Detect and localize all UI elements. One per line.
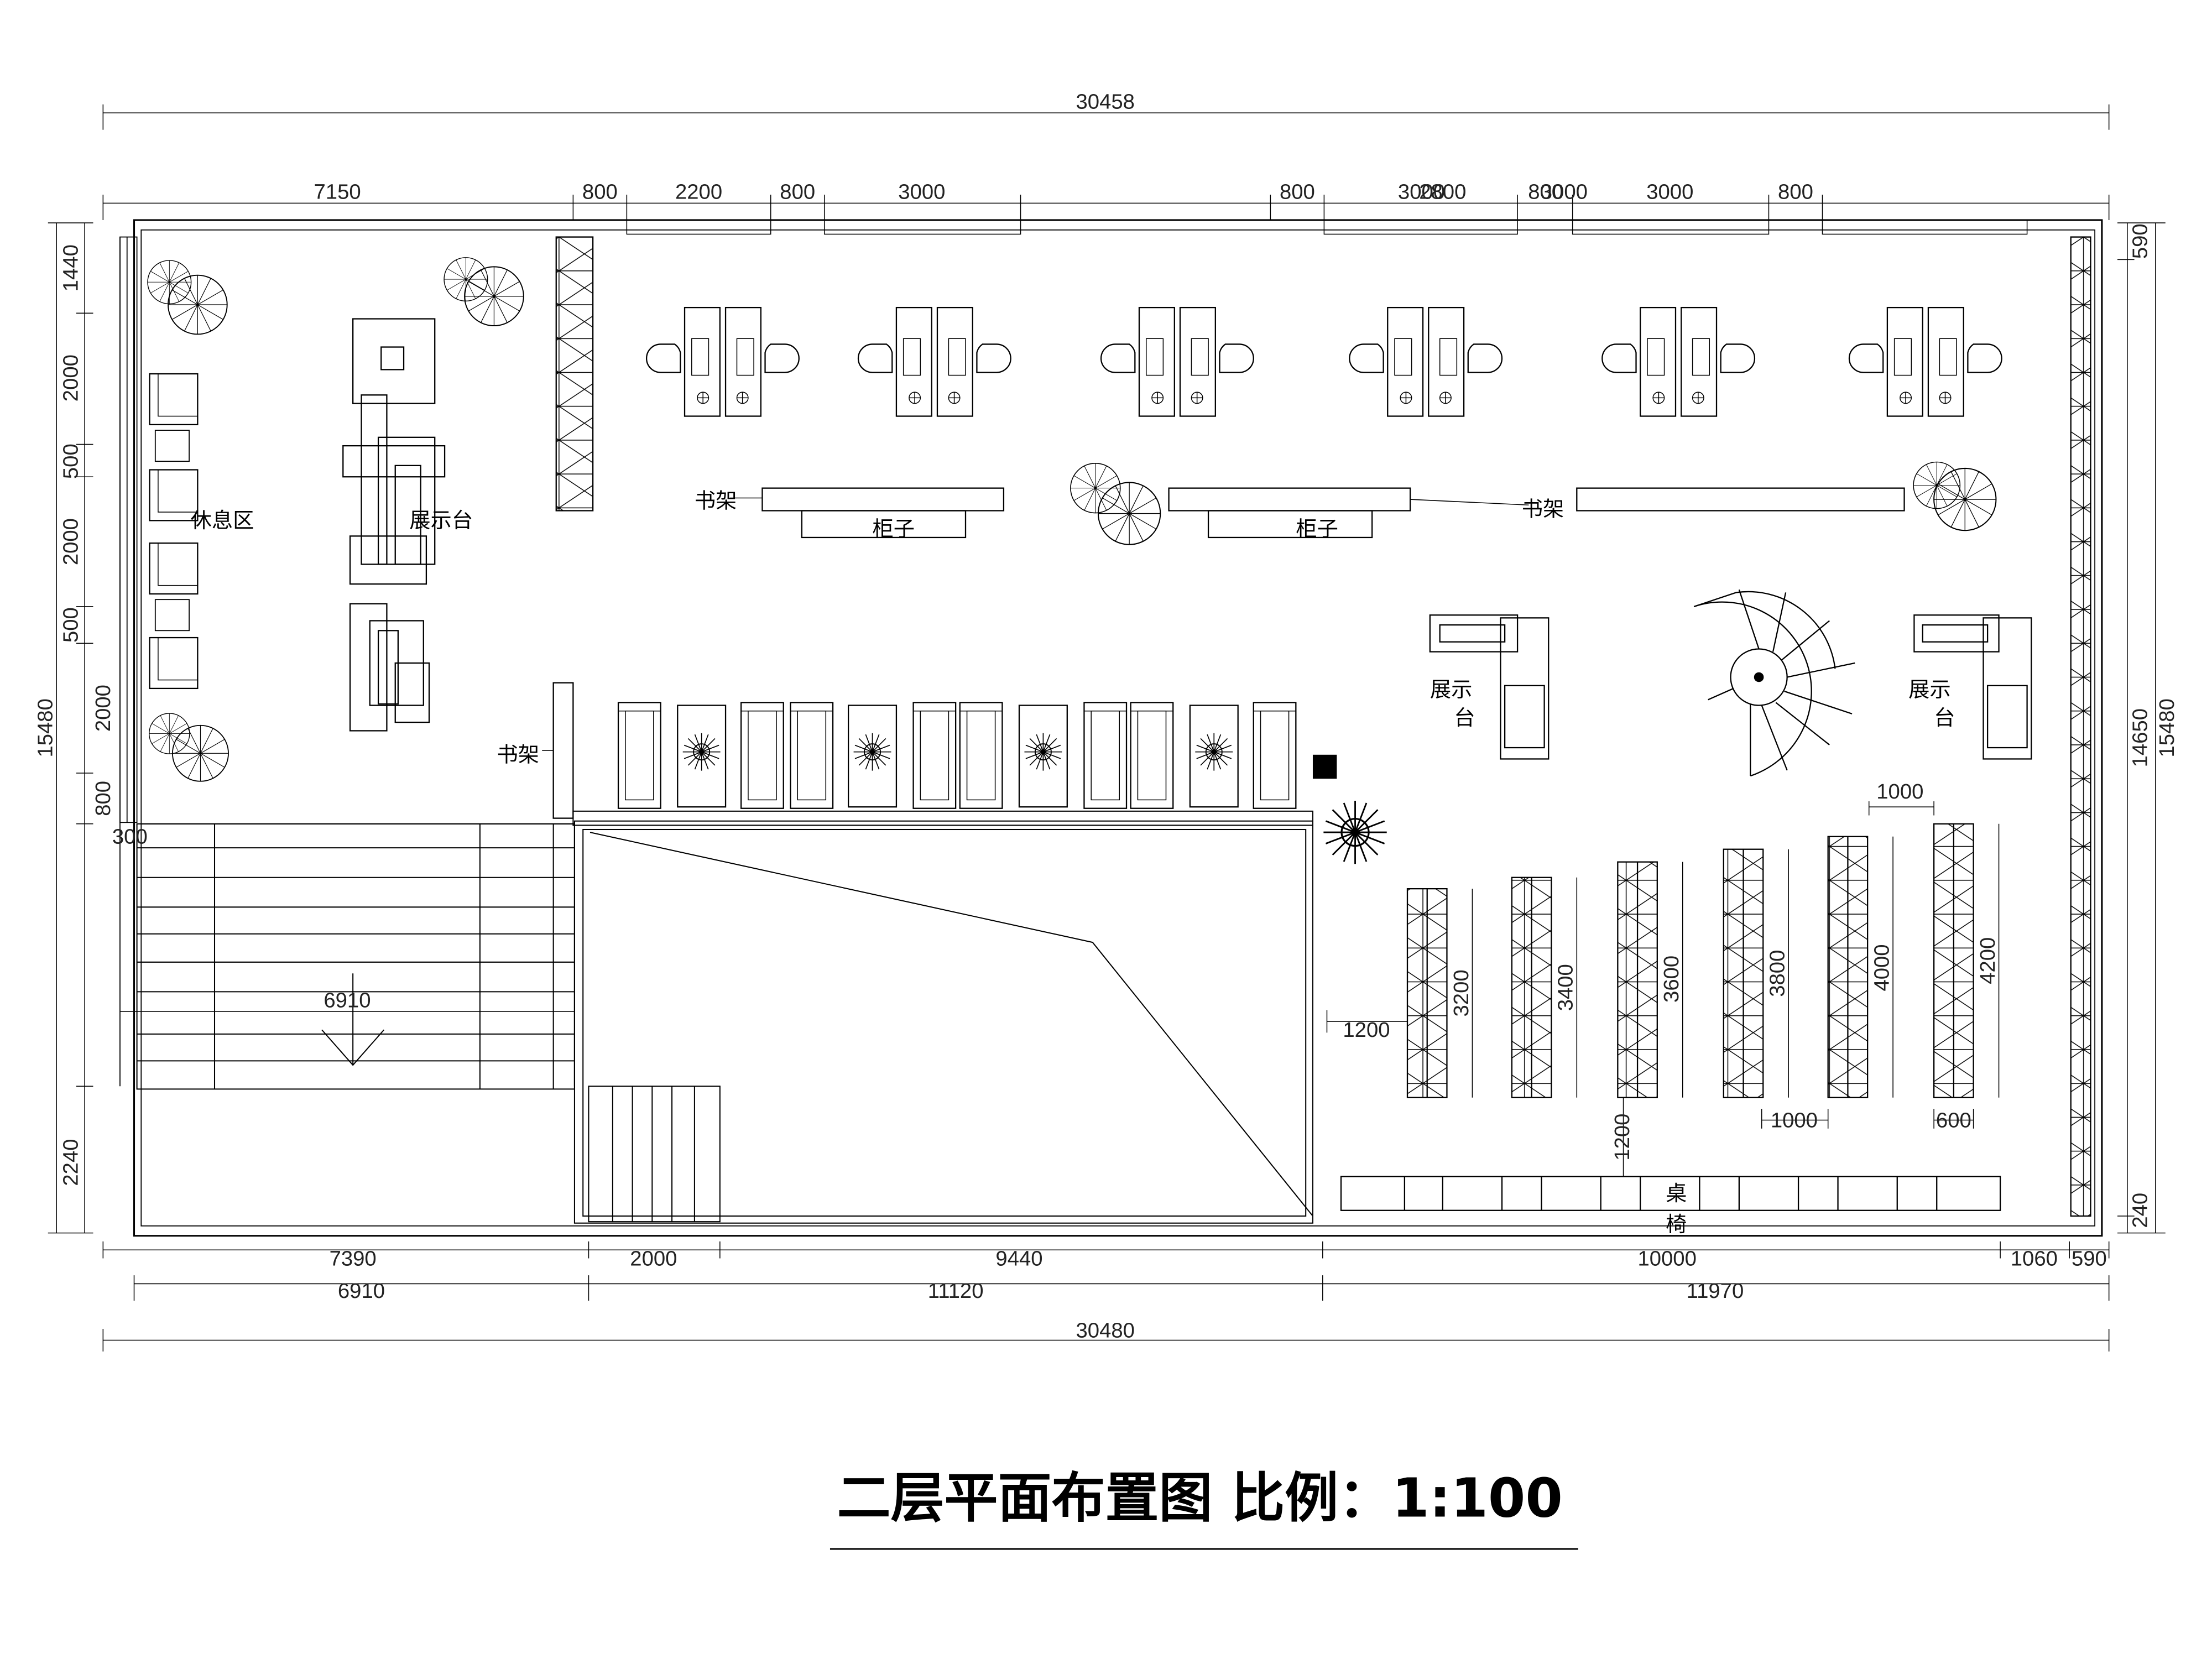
dim-bottom-4: 10000 (1637, 1246, 1696, 1270)
label-display-right-2b: 台 (1934, 706, 1955, 731)
dimension-lines (48, 104, 2166, 1352)
dim-stair-width: 6910 (324, 988, 371, 1012)
dim-top-10: 3000 (1541, 180, 1588, 204)
drawing-title: 二层平面布置图 比例：1:100 (837, 1467, 1563, 1529)
dim-bottom-3: 9440 (995, 1246, 1042, 1270)
dim-top-4: 800 (780, 180, 815, 204)
dim-left-8: 300 (112, 825, 148, 849)
dim-right-3: 240 (2128, 1193, 2152, 1228)
dim-left-3: 500 (59, 444, 82, 479)
dim-right-2: 14650 (2128, 708, 2152, 767)
plants (147, 257, 1997, 865)
dim-shelf-5: 4000 (1870, 944, 1893, 991)
label-chair: 椅 (1666, 1212, 1687, 1237)
label-bookshelf-left: 书架 (497, 743, 540, 768)
dim-bottom-2: 2000 (630, 1246, 677, 1270)
display-stands-right (1429, 614, 2032, 760)
dim-left-2: 2000 (59, 354, 82, 401)
dim-bottom-5: 1060 (2011, 1246, 2058, 1270)
dim-shelf-2: 3400 (1554, 964, 1578, 1011)
dim-top-12: 800 (1778, 180, 1813, 204)
dim-shelf-3: 3600 (1660, 956, 1683, 1003)
dim-right-overall: 15480 (2155, 698, 2179, 757)
dim-bottom-9: 11970 (1687, 1279, 1744, 1303)
dim-top-5: 3000 (898, 180, 945, 204)
bookshelf-stacks (1406, 823, 1974, 1098)
dim-bottom-1: 7390 (330, 1246, 377, 1270)
label-desk: 桌 (1666, 1181, 1687, 1206)
label-display-table-left: 展示台 (409, 508, 473, 533)
dim-top-1: 7150 (314, 180, 361, 204)
dim-aisle-left: 1200 (1343, 1018, 1390, 1042)
label-cabinet-1: 柜子 (873, 517, 915, 541)
dim-left-9: 2240 (59, 1139, 82, 1186)
dim-left-5: 500 (59, 607, 82, 643)
building-walls (119, 219, 2103, 1237)
left-wall-panels (119, 236, 138, 823)
truss-structures (555, 236, 2091, 1217)
dim-bottom-7: 6910 (338, 1279, 385, 1303)
dim-shelf-spacing-bottom: 1000 (1771, 1108, 1818, 1132)
dim-aisle-bottom: 1200 (1610, 1114, 1634, 1161)
label-bookshelf-mid: 书架 (695, 488, 737, 513)
dim-left-1: 1440 (59, 244, 82, 291)
dim-top-9: 800 (1528, 180, 1563, 204)
workstations (645, 306, 2002, 417)
dim-top-6: 800 (1280, 180, 1315, 204)
dim-top-11: 3000 (1646, 180, 1693, 204)
dim-shelf-width: 600 (1936, 1108, 1971, 1132)
dim-overall-bottom: 30480 (1076, 1318, 1134, 1342)
shelves-cabinets (729, 487, 1905, 539)
dim-bottom-8: 11120 (928, 1279, 984, 1303)
label-rest-area: 休息区 (191, 508, 254, 533)
dim-top-3: 2200 (675, 180, 722, 204)
label-display-right-1b: 台 (1454, 706, 1475, 731)
dim-left-7: 800 (91, 781, 115, 816)
label-cabinet-2: 柜子 (1296, 517, 1338, 541)
dim-bottom-6: 590 (2072, 1246, 2107, 1270)
dim-left-overall: 15480 (33, 698, 57, 757)
dim-left-4: 2000 (59, 518, 82, 565)
dim-shelf-spacing-top: 1000 (1876, 780, 1923, 804)
sofa-row (542, 682, 1337, 826)
label-bookshelf-right: 书架 (1522, 497, 1564, 522)
display-stand-left (342, 318, 446, 732)
spiral-staircase (1693, 589, 1855, 777)
dim-left-6: 2000 (91, 685, 115, 732)
dim-top-7: 3000 (1398, 180, 1445, 204)
bench-row (1340, 1176, 2001, 1211)
dim-top-2: 800 (582, 180, 618, 204)
dim-shelf-1: 3200 (1449, 969, 1473, 1016)
bookshelf-dimension-marks (1326, 801, 2000, 1177)
label-display-right-1a: 展示 (1430, 677, 1473, 702)
dim-shelf-4: 3800 (1766, 950, 1790, 997)
dim-shelf-6: 4200 (1976, 937, 2000, 984)
dim-right-1: 590 (2128, 223, 2152, 259)
dim-top-8: 2800 (1419, 180, 1466, 204)
main-stairs-and-void (119, 820, 1313, 1224)
lounge-seating (149, 373, 199, 690)
dim-overall-top: 30458 (1076, 90, 1134, 113)
label-display-right-2a: 展示 (1908, 677, 1951, 702)
